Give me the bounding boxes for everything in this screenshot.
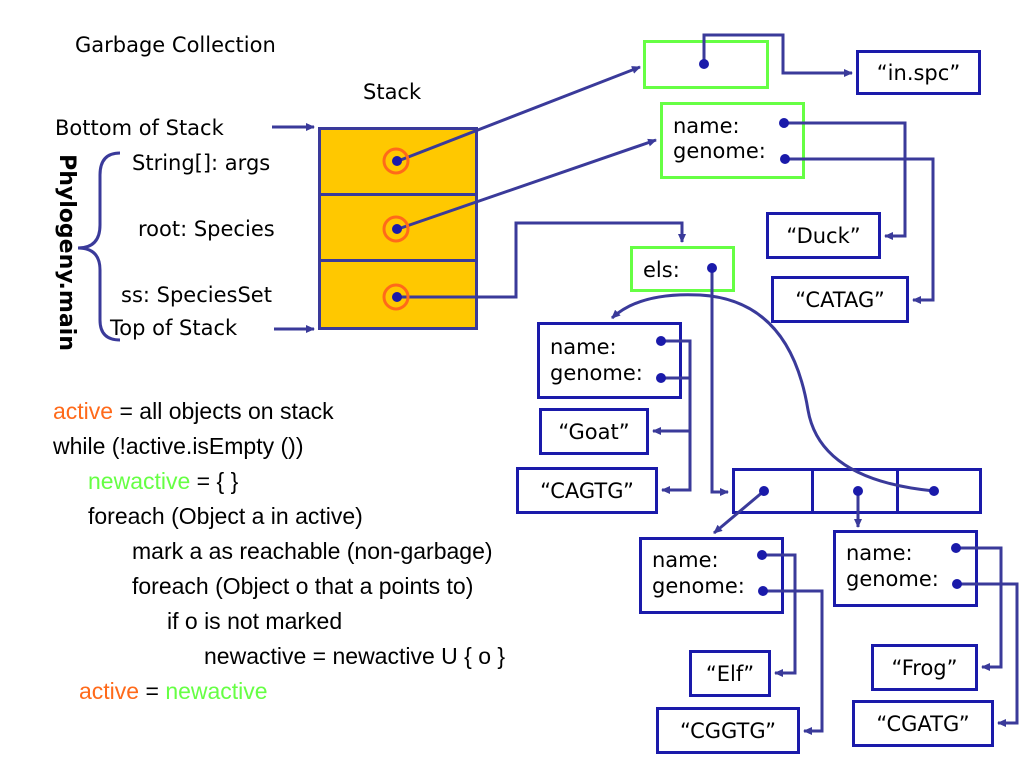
code-var-newactive: newactive [88, 468, 191, 494]
string-goat: “Goat” [539, 408, 649, 455]
code-text: = { } [190, 468, 239, 494]
code-line-9: active = newactive [79, 678, 268, 705]
code-var-active: active [53, 398, 114, 424]
field-genome-label: genome: [673, 139, 766, 163]
stack-slot-args [321, 130, 475, 196]
args-array-object [643, 40, 769, 89]
field-genome-label: genome: [550, 361, 643, 385]
top-of-stack-label: Top of Stack [110, 316, 238, 340]
code-text: if o is not marked [167, 608, 343, 634]
code-text: newactive = newactive U { o } [204, 643, 506, 669]
code-text: mark a as reachable (non-garbage) [132, 538, 493, 564]
array-cell-divider [811, 471, 814, 511]
field-els-label: els: [643, 258, 680, 282]
string-frog: “Frog” [871, 644, 978, 691]
method-frame-label: Phylogeny.main [53, 154, 79, 351]
stack-slot-ss [321, 262, 475, 328]
string-cggtg: “CGGTG” [656, 707, 800, 754]
code-var-active: active [79, 678, 140, 704]
diagram-title: Garbage Collection [75, 33, 276, 57]
stack-slot-label-ss: ss: SpeciesSet [121, 283, 272, 307]
string-catag: “CATAG” [771, 276, 909, 323]
code-line-6: foreach (Object o that a points to) [132, 573, 473, 600]
code-text: while (!active.isEmpty ()) [53, 433, 304, 459]
method-brace [77, 151, 121, 342]
code-line-1: active = all objects on stack [53, 398, 334, 425]
field-name-label: name: [652, 548, 719, 572]
stack-heading: Stack [363, 80, 422, 104]
field-name-label: name: [673, 114, 740, 138]
code-text: foreach (Object a in active) [88, 503, 363, 529]
stack-slot-label-args: String[]: args [132, 151, 271, 175]
species-object-duck: name: genome: [660, 102, 805, 179]
code-var-newactive: newactive [165, 678, 268, 704]
code-text: = [139, 678, 166, 704]
code-line-2: while (!active.isEmpty ()) [53, 433, 303, 460]
code-text: = all objects on stack [113, 398, 334, 424]
code-line-4: foreach (Object a in active) [88, 503, 363, 530]
field-name-label: name: [550, 335, 617, 359]
els-array [732, 468, 982, 514]
code-line-5: mark a as reachable (non-garbage) [132, 538, 493, 565]
code-line-8: newactive = newactive U { o } [204, 643, 505, 670]
string-cagtg: “CAGTG” [516, 467, 658, 514]
stack-frame [318, 127, 478, 330]
field-genome-label: genome: [652, 574, 745, 598]
code-line-7: if o is not marked [167, 608, 342, 635]
code-line-3: newactive = { } [88, 468, 238, 495]
stack-slot-root [321, 196, 475, 262]
stack-slot-label-root: root: Species [138, 217, 275, 241]
string-duck: “Duck” [766, 212, 881, 259]
pointer-els [710, 268, 729, 496]
species-object-frog: name: genome: [833, 530, 978, 607]
speciesset-object: els: [630, 246, 735, 292]
species-object-goat: name: genome: [537, 322, 682, 399]
array-cell-divider [896, 471, 899, 511]
code-text: foreach (Object o that a points to) [132, 573, 474, 599]
field-genome-label: genome: [846, 567, 939, 591]
string-cgatg: “CGATG” [852, 700, 994, 747]
bottom-of-stack-label: Bottom of Stack [55, 116, 224, 140]
species-object-elf: name: genome: [639, 537, 784, 614]
string-elf: “Elf” [689, 650, 771, 697]
field-name-label: name: [846, 541, 913, 565]
string-in-spc: “in.spc” [856, 50, 981, 95]
